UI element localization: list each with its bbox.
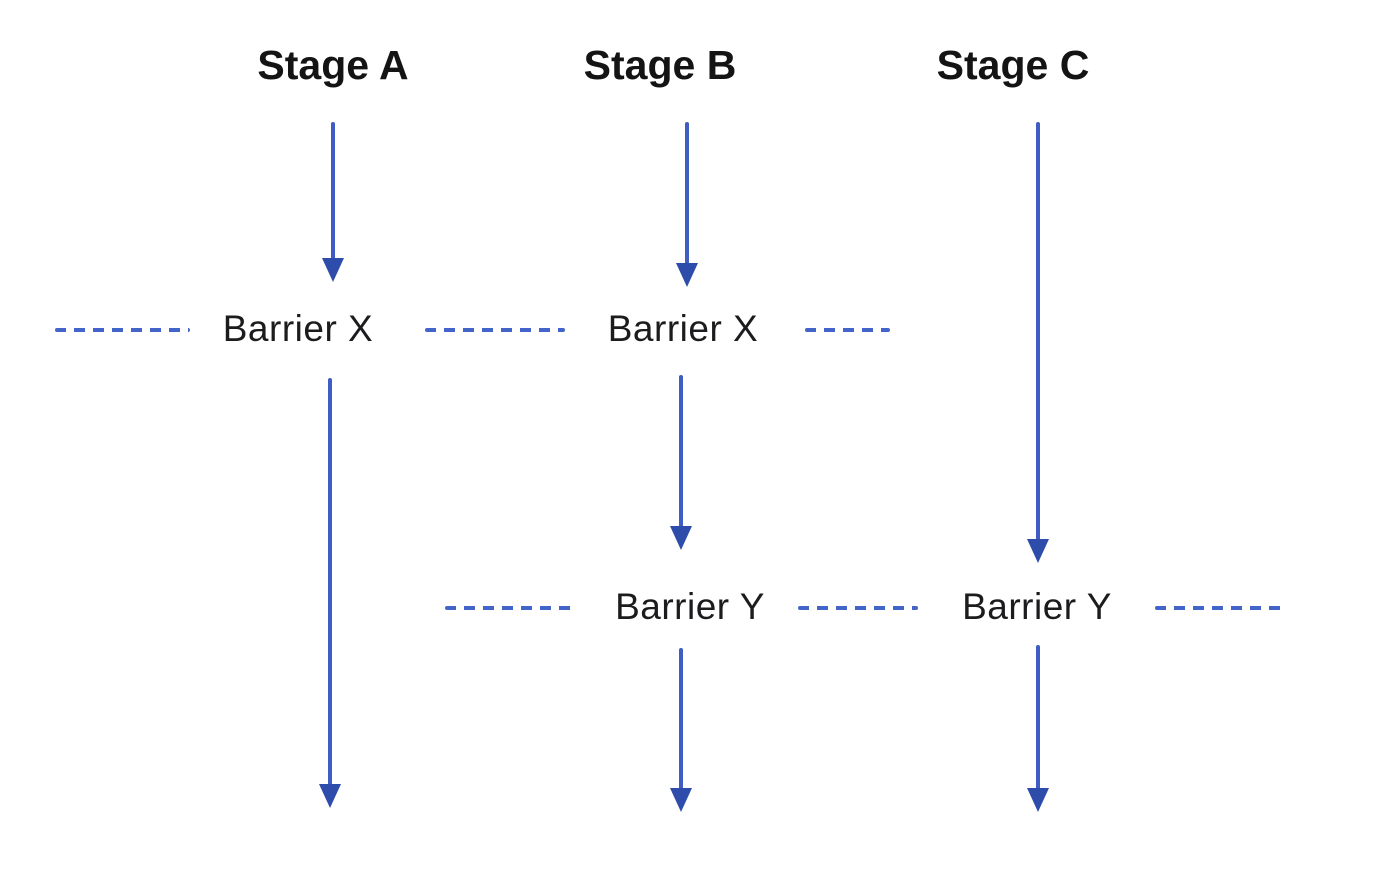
arrowhead-down-icon [1027, 788, 1049, 812]
barrier-x-row-label: Barrier X [222, 308, 374, 349]
arrow-shaft [1036, 122, 1040, 543]
arrow-shaft [1036, 645, 1040, 792]
stage-b-down-arrow-1 [675, 122, 699, 287]
barrier-y-row-label: Barrier Y [962, 586, 1112, 627]
arrow-shaft [685, 122, 689, 267]
arrow-shaft [331, 122, 335, 262]
arrowhead-down-icon [322, 258, 344, 282]
barrier-y-row-dash-segment [798, 606, 918, 610]
stage-a-down-arrow-1 [321, 122, 345, 282]
barrier-y-row-dash-segment [1155, 606, 1283, 610]
stage-a-label: Stage A [257, 42, 409, 88]
stage-c-down-arrow-2 [1026, 645, 1050, 812]
barrier-x-row-dash-segment [425, 328, 565, 332]
stage-b-label: Stage B [583, 42, 737, 88]
arrow-shaft [679, 375, 683, 530]
stage-b-down-arrow-2 [669, 375, 693, 550]
barrier-x-row-dash-segment [805, 328, 890, 332]
stage-b-down-arrow-3 [669, 648, 693, 812]
arrow-shaft [328, 378, 332, 788]
barrier-x-row-label: Barrier X [607, 308, 759, 349]
barrier-y-row-label: Barrier Y [615, 586, 765, 627]
arrowhead-down-icon [319, 784, 341, 808]
barrier-y-row-dash-segment [445, 606, 573, 610]
arrowhead-down-icon [670, 788, 692, 812]
barrier-x-row-dash-segment [55, 328, 190, 332]
stage-c-label: Stage C [936, 42, 1090, 88]
arrowhead-down-icon [676, 263, 698, 287]
stage-a-down-arrow-2 [318, 378, 342, 808]
arrowhead-down-icon [1027, 539, 1049, 563]
arrowhead-down-icon [670, 526, 692, 550]
arrow-shaft [679, 648, 683, 792]
stage-c-down-arrow-1 [1026, 122, 1050, 563]
